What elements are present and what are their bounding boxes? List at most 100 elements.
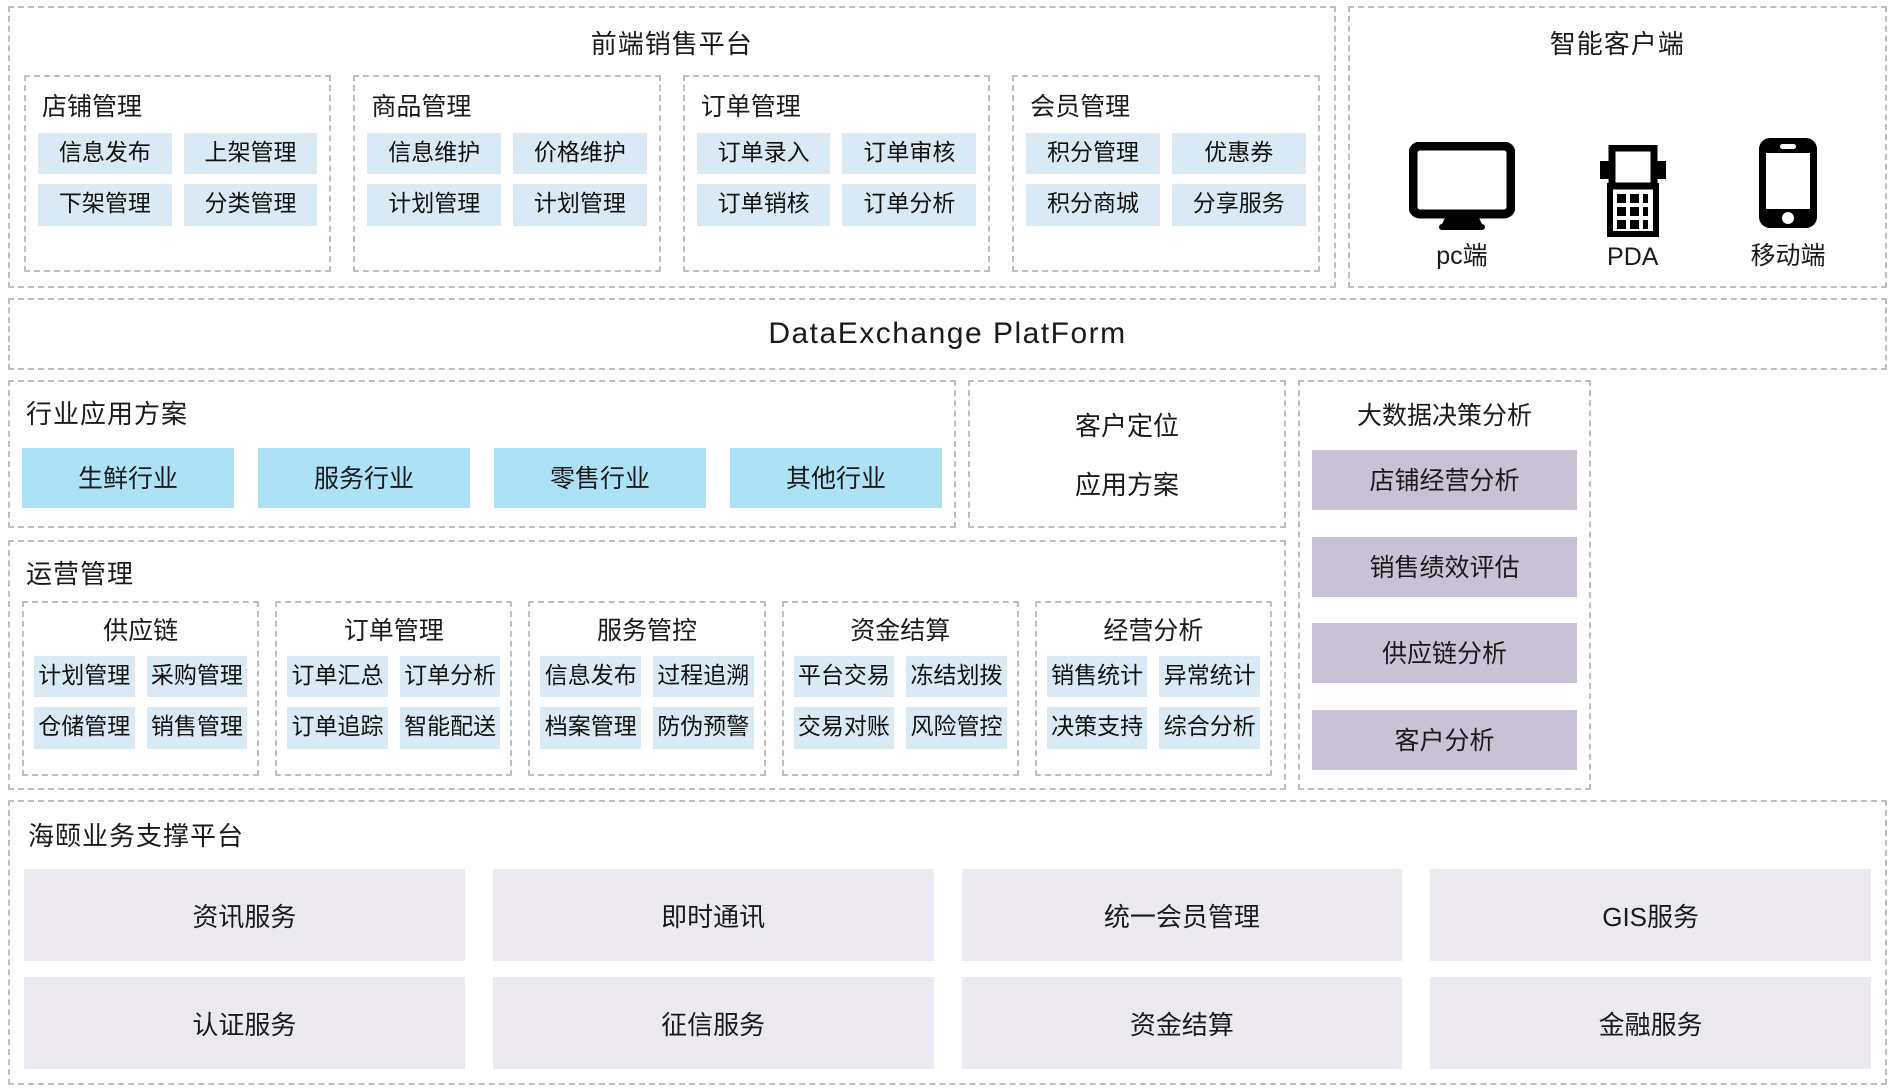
chip-item[interactable]: 决策支持 <box>1046 707 1148 749</box>
column-title: 订单管理 <box>343 617 444 645</box>
operations-columns: 供应链 计划管理 采购管理 仓储管理 销售管理 订单管理 订单汇总 订单分析 <box>22 601 1273 776</box>
chip-item[interactable]: 防伪预警 <box>653 707 754 749</box>
device-label: pc端 <box>1436 242 1488 270</box>
chip-item[interactable]: 异常统计 <box>1159 656 1261 698</box>
chip-item[interactable]: 采购管理 <box>146 656 248 698</box>
chip-item[interactable]: 积分商城 <box>1026 184 1160 226</box>
chip-item[interactable]: 上架管理 <box>183 133 318 175</box>
chip-item[interactable]: 订单分析 <box>399 656 501 698</box>
industry-chip[interactable]: 其他行业 <box>730 447 942 508</box>
big-data-chip[interactable]: 店铺经营分析 <box>1312 450 1577 511</box>
service-chip[interactable]: GIS服务 <box>1430 869 1871 961</box>
data-exchange-title: DataExchange PlatForm <box>768 317 1127 350</box>
column-items: 销售统计 异常统计 决策支持 综合分析 <box>1046 656 1261 749</box>
big-data-chip[interactable]: 销售绩效评估 <box>1312 536 1577 597</box>
front-column-order-management: 订单管理 订单录入 订单审核 订单销核 订单分析 <box>682 75 991 272</box>
service-chip[interactable]: 金融服务 <box>1430 977 1871 1069</box>
big-data-chip[interactable]: 供应链分析 <box>1312 623 1577 684</box>
chip-item[interactable]: 订单汇总 <box>287 656 388 698</box>
support-platform-items: 资讯服务 即时通讯 统一会员管理 GIS服务 认证服务 征信服务 资金结算 金融… <box>24 863 1871 1069</box>
device-label: 移动端 <box>1750 242 1826 270</box>
chip-item[interactable]: 计划管理 <box>367 184 502 226</box>
service-chip[interactable]: 认证服务 <box>24 977 465 1069</box>
chip-item[interactable]: 分享服务 <box>1171 184 1306 226</box>
column-title: 经营分析 <box>1103 617 1204 645</box>
industry-chip[interactable]: 服务行业 <box>258 447 470 508</box>
chip-item[interactable]: 分类管理 <box>183 184 318 226</box>
chip-item[interactable]: 销售统计 <box>1046 656 1148 698</box>
ops-column-service-control: 服务管控 信息发布 过程追溯 档案管理 防伪预警 <box>528 601 766 776</box>
chip-item[interactable]: 价格维护 <box>513 133 647 175</box>
chip-item[interactable]: 订单录入 <box>696 133 831 175</box>
customer-positioning-line2: 应用方案 <box>1074 470 1179 500</box>
chip-item[interactable]: 优惠券 <box>1171 133 1306 175</box>
column-items: 平台交易 冻结划拨 交易对账 风险管控 <box>793 656 1007 749</box>
pda-terminal-icon <box>1594 145 1672 237</box>
chip-item[interactable]: 订单分析 <box>842 184 977 226</box>
device-pc[interactable]: pc端 <box>1408 142 1515 272</box>
chip-item[interactable]: 过程追溯 <box>653 656 754 698</box>
service-chip[interactable]: 统一会员管理 <box>961 869 1403 961</box>
chip-item[interactable]: 计划管理 <box>513 184 647 226</box>
chip-item[interactable]: 平台交易 <box>793 656 895 698</box>
middle-left-group: 行业应用方案 生鲜行业 服务行业 零售行业 其他行业 客户定位 应用方案 运营管… <box>8 380 1286 790</box>
chip-item[interactable]: 计划管理 <box>34 656 135 698</box>
chip-item[interactable]: 综合分析 <box>1159 707 1261 749</box>
ops-column-business-analysis: 经营分析 销售统计 异常统计 决策支持 综合分析 <box>1034 601 1273 776</box>
customer-positioning-section: 客户定位 应用方案 <box>968 380 1286 528</box>
column-items: 订单汇总 订单分析 订单追踪 智能配送 <box>287 656 501 749</box>
device-label: PDA <box>1607 243 1659 271</box>
chip-item[interactable]: 订单审核 <box>842 133 977 175</box>
chip-item[interactable]: 信息维护 <box>367 133 502 175</box>
industry-chip[interactable]: 生鲜行业 <box>22 447 234 508</box>
industry-solutions-section: 行业应用方案 生鲜行业 服务行业 零售行业 其他行业 <box>8 380 956 528</box>
chip-item[interactable]: 积分管理 <box>1026 133 1160 175</box>
column-items: 积分管理 优惠券 积分商城 分享服务 <box>1026 133 1306 226</box>
column-title: 会员管理 <box>1030 93 1131 121</box>
big-data-decision-analysis-section: 大数据决策分析 店铺经营分析 销售绩效评估 供应链分析 客户分析 <box>1298 380 1591 790</box>
column-items: 订单录入 订单审核 订单销核 订单分析 <box>696 133 977 226</box>
chip-item[interactable]: 风险管控 <box>906 707 1007 749</box>
big-data-chip[interactable]: 客户分析 <box>1312 709 1577 770</box>
column-items: 信息发布 过程追溯 档案管理 防伪预警 <box>540 656 754 749</box>
operations-management-title: 运营管理 <box>26 559 135 589</box>
column-items: 计划管理 采购管理 仓储管理 销售管理 <box>34 656 248 749</box>
column-title: 订单管理 <box>700 93 801 121</box>
data-exchange-platform-bar: DataExchange PlatForm <box>8 298 1887 370</box>
ops-column-order-management: 订单管理 订单汇总 订单分析 订单追踪 智能配送 <box>275 601 513 776</box>
device-mobile[interactable]: 移动端 <box>1751 136 1826 272</box>
support-platform-title: 海颐业务支撑平台 <box>28 821 245 851</box>
chip-item[interactable]: 订单追踪 <box>287 707 388 749</box>
chip-item[interactable]: 订单销核 <box>696 184 831 226</box>
service-chip[interactable]: 即时通讯 <box>492 869 934 961</box>
industry-chip[interactable]: 零售行业 <box>494 447 706 508</box>
middle-row: 行业应用方案 生鲜行业 服务行业 零售行业 其他行业 客户定位 应用方案 运营管… <box>8 380 1887 790</box>
device-pda[interactable]: PDA <box>1594 145 1672 272</box>
column-title: 商品管理 <box>371 93 472 121</box>
column-title: 供应链 <box>103 617 179 645</box>
chip-item[interactable]: 下架管理 <box>38 184 172 226</box>
chip-item[interactable]: 信息发布 <box>38 133 172 175</box>
chip-item[interactable]: 智能配送 <box>399 707 501 749</box>
chip-item[interactable]: 仓储管理 <box>34 707 135 749</box>
chip-item[interactable]: 交易对账 <box>793 707 895 749</box>
industry-and-customer-row: 行业应用方案 生鲜行业 服务行业 零售行业 其他行业 客户定位 应用方案 <box>8 380 1286 528</box>
chip-item[interactable]: 档案管理 <box>540 707 641 749</box>
front-sales-platform-section: 前端销售平台 店铺管理 信息发布 上架管理 下架管理 分类管理 商品管理 信息维… <box>8 6 1336 288</box>
ops-column-supply-chain: 供应链 计划管理 采购管理 仓储管理 销售管理 <box>22 601 260 776</box>
smart-client-title: 智能客户端 <box>1549 29 1685 59</box>
support-platform-section: 海颐业务支撑平台 资讯服务 即时通讯 统一会员管理 GIS服务 认证服务 征信服… <box>8 800 1887 1085</box>
service-chip[interactable]: 资金结算 <box>961 977 1403 1069</box>
service-chip[interactable]: 资讯服务 <box>24 869 465 961</box>
column-title: 服务管控 <box>597 617 698 645</box>
chip-item[interactable]: 信息发布 <box>540 656 641 698</box>
column-title: 资金结算 <box>850 617 951 645</box>
customer-positioning-line1: 客户定位 <box>1074 411 1179 441</box>
top-row: 前端销售平台 店铺管理 信息发布 上架管理 下架管理 分类管理 商品管理 信息维… <box>8 6 1887 288</box>
chip-item[interactable]: 销售管理 <box>146 707 248 749</box>
service-chip[interactable]: 征信服务 <box>492 977 934 1069</box>
operations-management-section: 运营管理 供应链 计划管理 采购管理 仓储管理 销售管理 订单管理 <box>8 540 1286 790</box>
chip-item[interactable]: 冻结划拨 <box>906 656 1007 698</box>
smart-client-section: 智能客户端 pc端 <box>1347 6 1887 288</box>
